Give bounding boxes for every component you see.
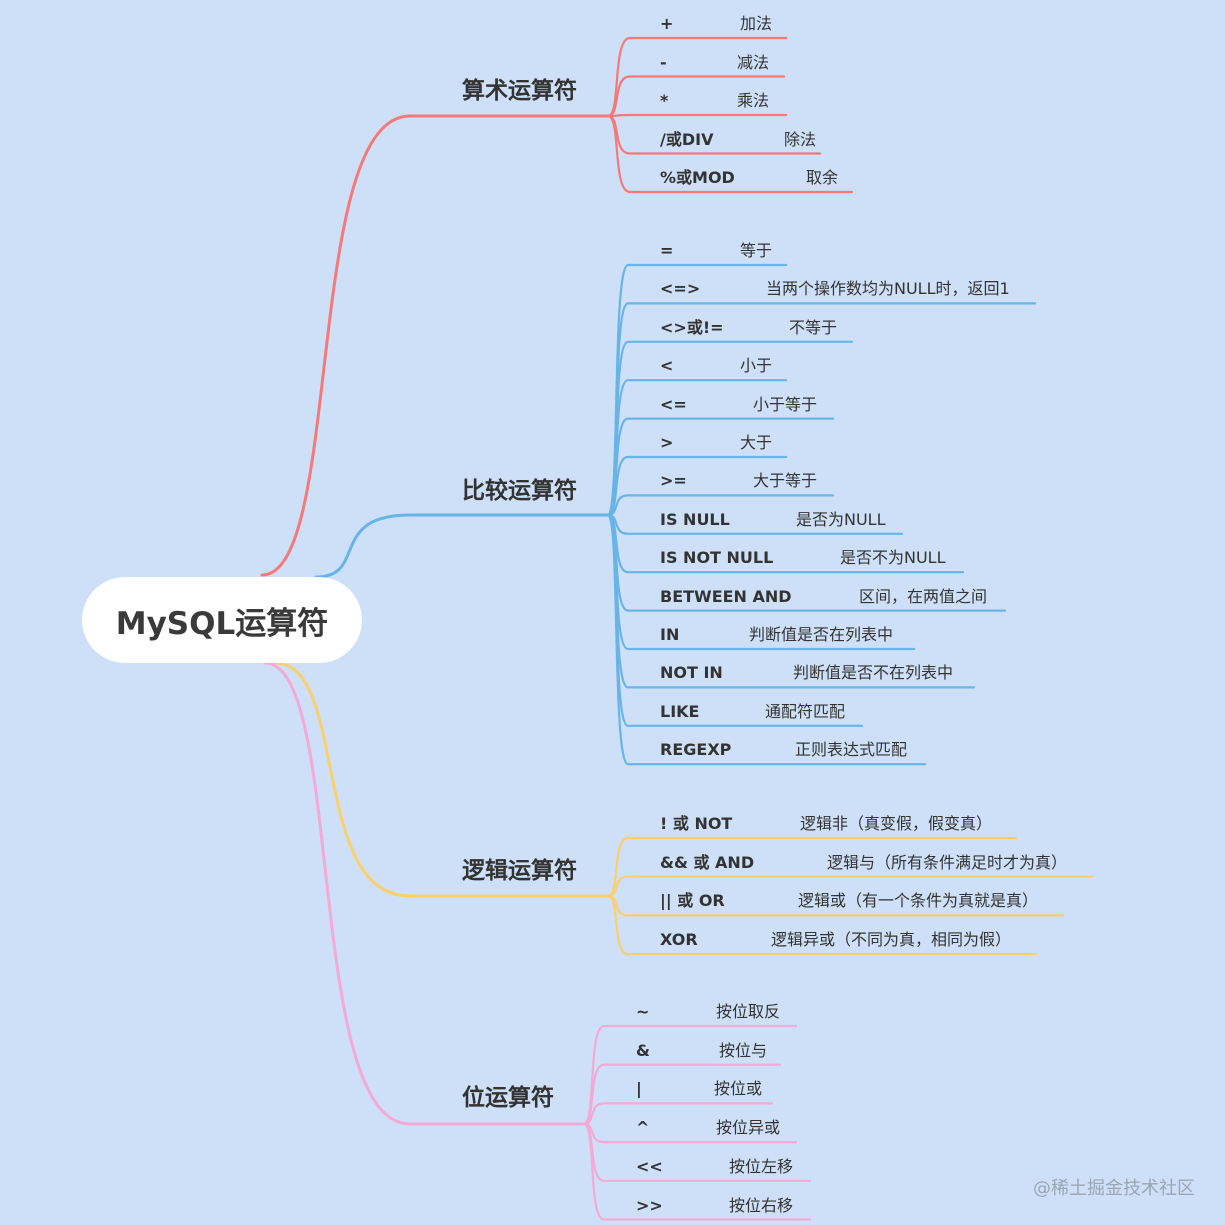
leaf-operator[interactable]: < xyxy=(660,356,674,376)
leaf-description: 区间，在两值之间 xyxy=(859,586,988,606)
leaf-operator[interactable]: > xyxy=(660,433,674,452)
leaf-description: 按位取反 xyxy=(716,1002,781,1021)
leaf-description: 逻辑非（真变假，假变真） xyxy=(800,814,993,833)
connector-lines xyxy=(260,36,1095,1221)
leaf-operator[interactable]: IN xyxy=(660,625,680,644)
leaf-connector-arithmetic-4 xyxy=(606,114,854,194)
leaf-operator[interactable]: ! 或 NOT xyxy=(660,814,733,833)
leaf-operator[interactable]: << xyxy=(636,1156,663,1176)
leaf-operator[interactable]: <=> xyxy=(660,279,701,299)
leaf-description: 小于 xyxy=(740,356,773,376)
leaf-operator[interactable]: IS NULL xyxy=(660,509,730,529)
leaf-description: 大于等于 xyxy=(753,471,818,491)
leaf-connector-comparison-5 xyxy=(606,455,788,517)
branch-label-comparison[interactable]: 比较运算符 xyxy=(462,478,577,504)
leaf-operator[interactable]: | xyxy=(636,1079,642,1099)
leaf-connector-bitwise-5 xyxy=(582,1122,812,1221)
leaf-description: 通配符匹配 xyxy=(765,701,846,721)
leaf-description: 等于 xyxy=(740,241,773,260)
leaf-operator[interactable]: >> xyxy=(636,1195,663,1215)
leaf-connector-bitwise-1 xyxy=(582,1063,782,1126)
leaf-connector-logical-0 xyxy=(606,836,1018,898)
leaf-connector-comparison-12 xyxy=(606,513,864,727)
leaf-description: 除法 xyxy=(784,129,817,149)
leaf-operator[interactable]: ~ xyxy=(636,1002,650,1021)
leaf-connector-logical-3 xyxy=(606,894,1038,956)
leaf-description: 按位左移 xyxy=(729,1156,794,1176)
leaf-connector-arithmetic-2 xyxy=(606,113,788,118)
branch-label-bitwise[interactable]: 位运算符 xyxy=(462,1085,554,1111)
leaf-description: 按位异或 xyxy=(716,1118,781,1138)
leaf-connector-bitwise-2 xyxy=(582,1102,774,1126)
leaf-description: 取余 xyxy=(806,168,839,187)
leaf-operator[interactable]: XOR xyxy=(660,930,698,950)
branch-label-arithmetic[interactable]: 算术运算符 xyxy=(462,78,577,104)
leaf-operator[interactable]: /或DIV xyxy=(660,129,714,149)
leaf-operator[interactable]: * xyxy=(660,91,669,110)
leaf-operator[interactable]: >= xyxy=(660,471,687,491)
leaf-operator[interactable]: <>或!= xyxy=(660,317,724,337)
root-node[interactable]: MySQL运算符 xyxy=(82,577,362,663)
branch-connector-logical xyxy=(273,661,610,898)
leaf-description: 逻辑异或（不同为真，相同为假） xyxy=(771,930,1012,950)
leaf-operator[interactable]: %或MOD xyxy=(660,168,735,187)
leaf-description: 按位右移 xyxy=(729,1195,794,1215)
leaf-description: 按位或 xyxy=(714,1079,763,1099)
leaf-operator[interactable]: IS NOT NULL xyxy=(660,548,774,568)
leaf-connector-comparison-4 xyxy=(606,417,835,517)
leaf-description: 乘法 xyxy=(737,91,770,110)
branch-connector-comparison xyxy=(314,513,610,579)
branch-connector-arithmetic xyxy=(260,114,610,577)
leaf-description: 不等于 xyxy=(789,317,838,337)
root-label: MySQL运算符 xyxy=(115,605,329,642)
leaf-operator[interactable]: - xyxy=(660,52,667,72)
leaf-operator[interactable]: && 或 AND xyxy=(660,852,755,872)
leaf-description: 按位与 xyxy=(719,1040,768,1060)
leaf-operator[interactable]: REGEXP xyxy=(660,740,732,760)
leaf-operator[interactable]: <= xyxy=(660,394,687,414)
leaf-description: 逻辑或（有一个条件为真就是真） xyxy=(798,891,1039,911)
leaf-description: 加法 xyxy=(740,14,773,33)
leaf-connector-comparison-13 xyxy=(606,513,927,766)
leaf-description: 大于 xyxy=(740,433,773,452)
leaf-connector-arithmetic-0 xyxy=(606,36,788,118)
branch-connector-bitwise xyxy=(263,661,586,1126)
leaf-description: 逻辑与（所有条件满足时才为真） xyxy=(827,852,1068,872)
leaf-connector-comparison-6 xyxy=(606,494,835,517)
leaf-operator[interactable]: BETWEEN AND xyxy=(660,586,792,606)
leaf-description: 减法 xyxy=(737,52,770,72)
leaf-operator[interactable]: ^ xyxy=(636,1118,650,1138)
leaf-description: 是否不为NULL xyxy=(840,548,946,568)
leaf-connector-logical-1 xyxy=(606,875,1095,898)
branch-label-logical[interactable]: 逻辑运算符 xyxy=(462,858,577,884)
leaf-description: 判断值是否在列表中 xyxy=(749,625,894,644)
leaf-operator[interactable]: & xyxy=(636,1040,650,1060)
leaf-operator[interactable]: NOT IN xyxy=(660,663,723,683)
leaf-description: 当两个操作数均为NULL时，返回1 xyxy=(766,279,1010,299)
leaf-description: 正则表达式匹配 xyxy=(795,740,908,760)
leaf-operator[interactable]: || 或 OR xyxy=(660,891,725,911)
leaf-operator[interactable]: = xyxy=(660,241,674,260)
leaf-operator[interactable]: + xyxy=(660,14,674,33)
leaf-operator[interactable]: LIKE xyxy=(660,701,700,721)
watermark: @稀土掘金技术社区 xyxy=(1033,1178,1195,1199)
leaf-connector-arithmetic-1 xyxy=(606,75,786,118)
leaf-description: 小于等于 xyxy=(753,394,818,414)
leaf-description: 判断值是否不在列表中 xyxy=(793,663,954,683)
leaf-description: 是否为NULL xyxy=(796,509,886,529)
